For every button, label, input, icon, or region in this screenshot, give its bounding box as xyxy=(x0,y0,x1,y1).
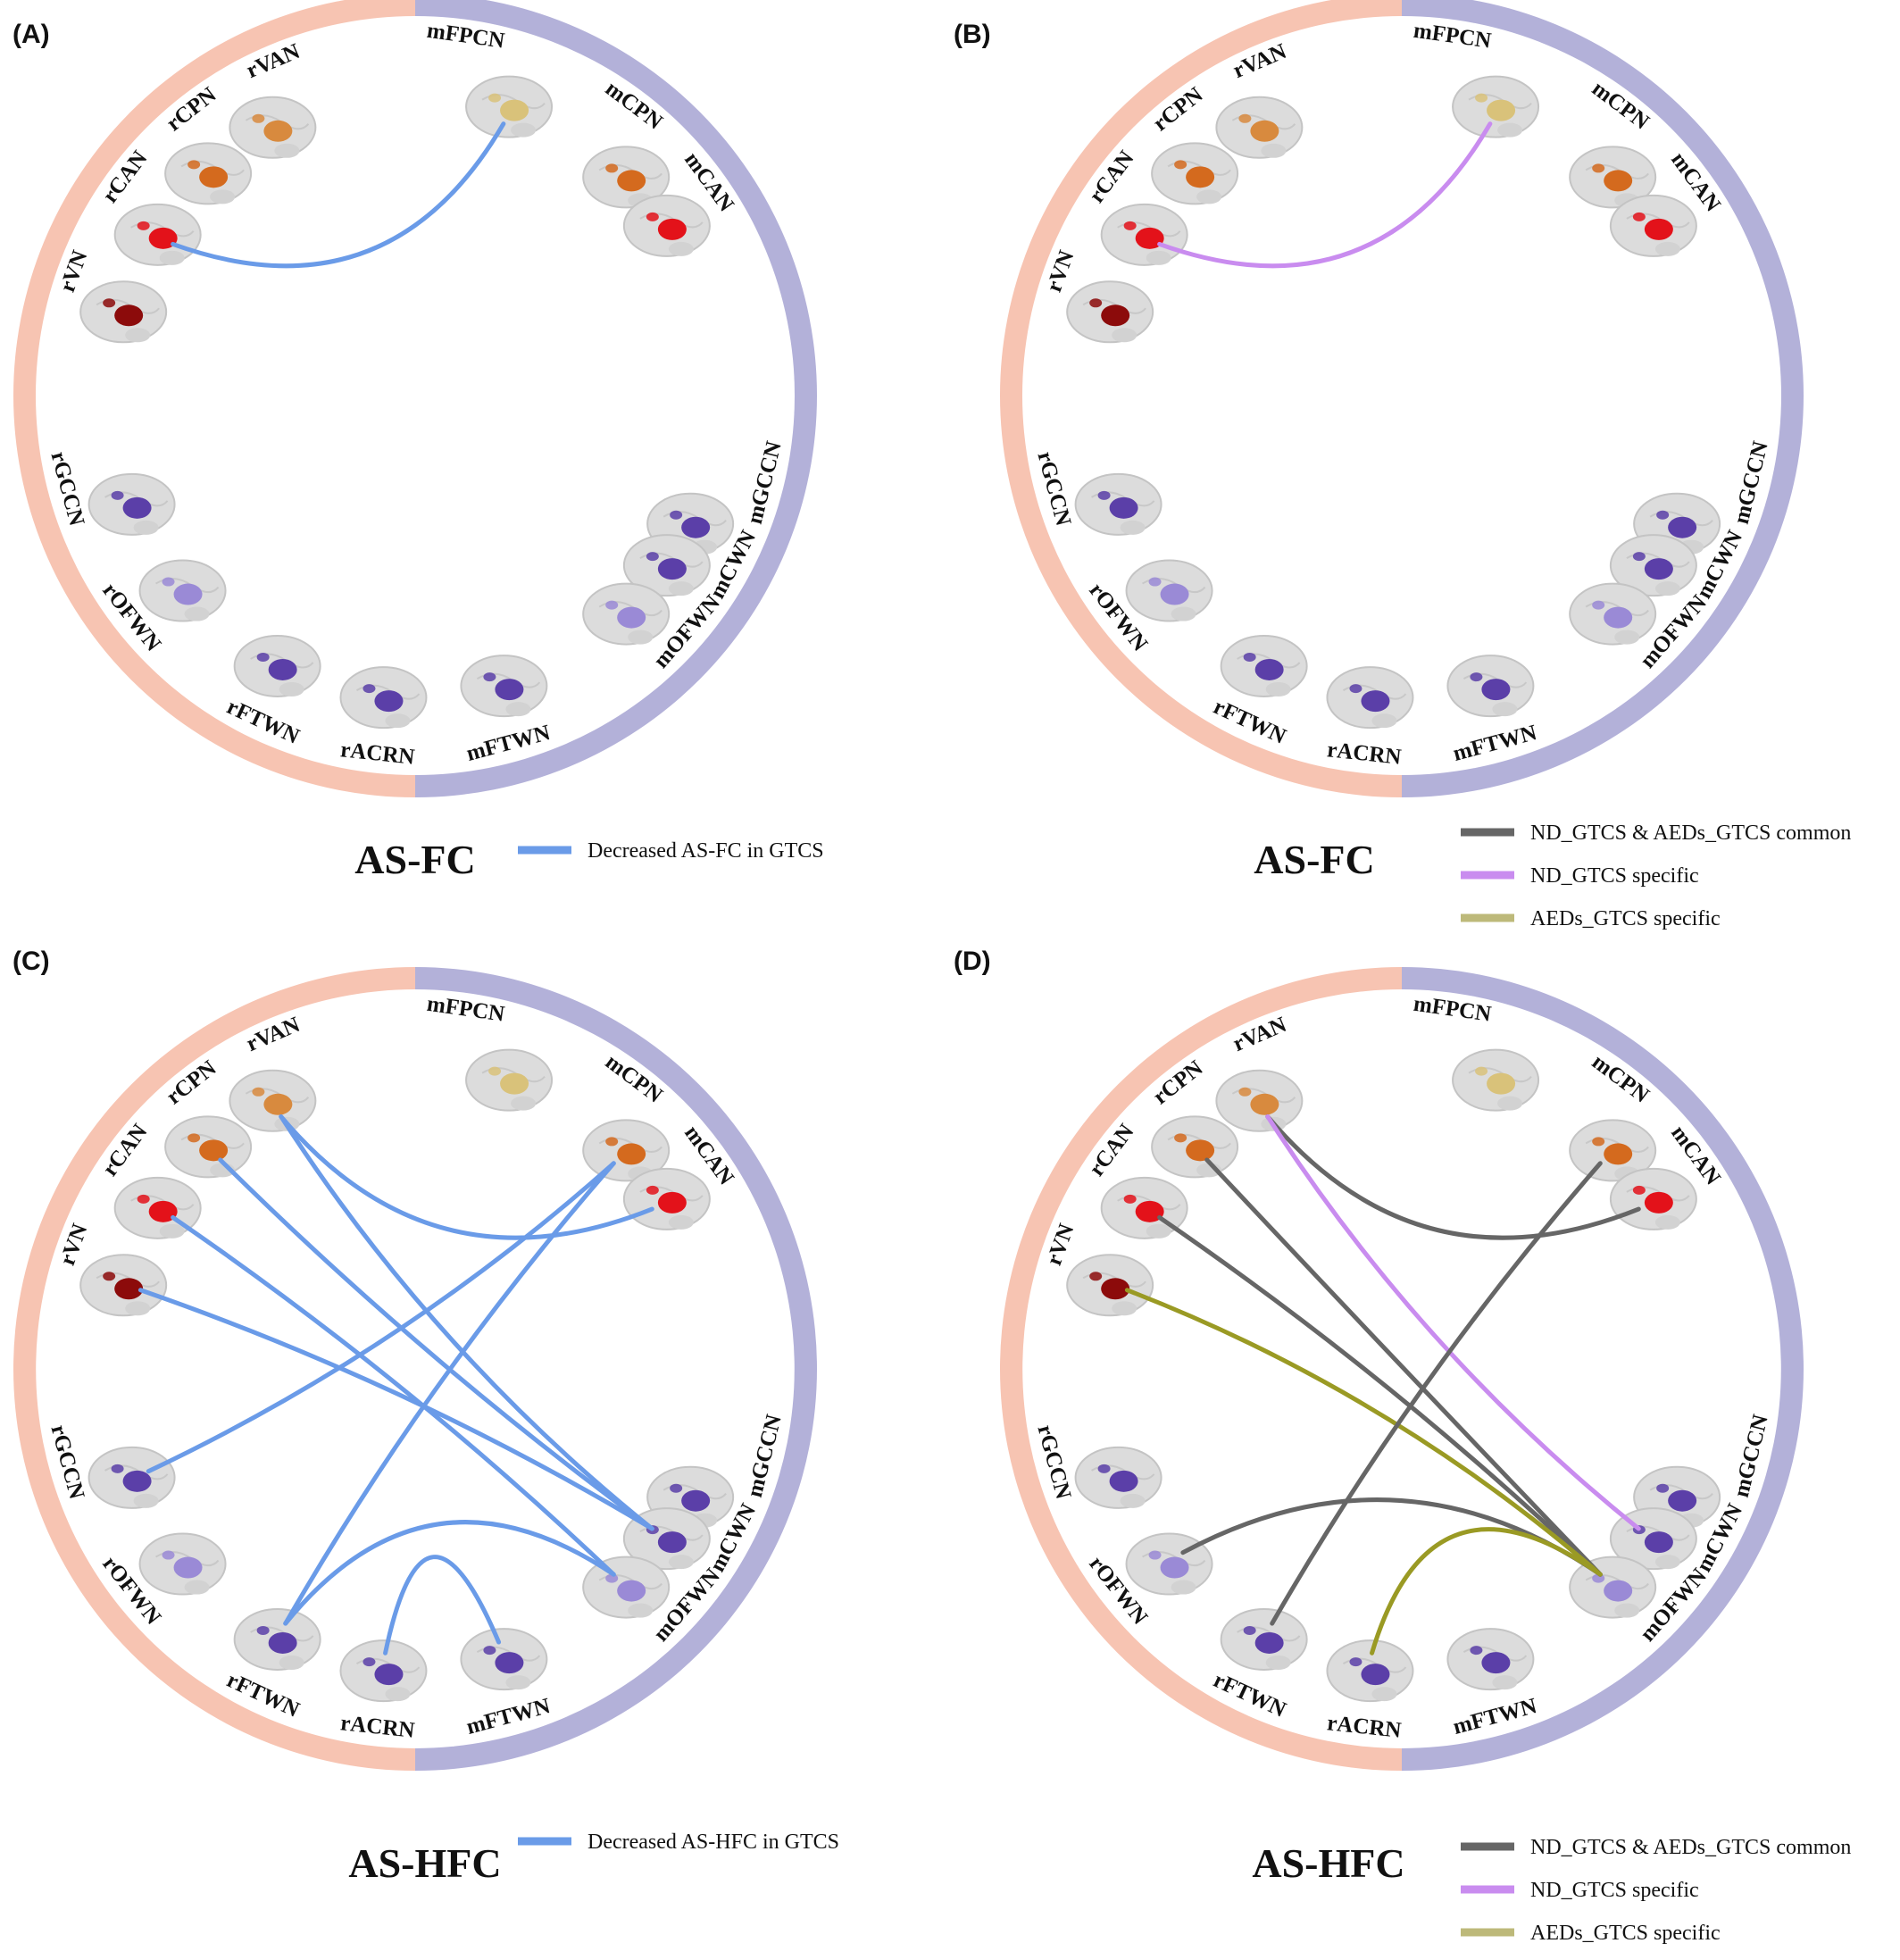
connection-rgccn-mcpn xyxy=(146,1161,616,1474)
brain-rcpn-icon xyxy=(164,142,253,205)
brain-racrn-icon xyxy=(339,666,428,730)
brain-rgccn-icon xyxy=(88,1446,176,1509)
panel-letter: (B) xyxy=(954,20,991,49)
legend: Decreased AS-HFC in GTCS xyxy=(518,1831,839,1854)
network-label-racrn: rACRN xyxy=(1326,1711,1403,1743)
legend-label: AEDs_GTCS specific xyxy=(1530,907,1721,930)
connection-rvn-mofwn xyxy=(1124,1288,1603,1577)
brain-rftwn-icon xyxy=(233,1607,321,1671)
brain-rcan-icon xyxy=(1100,203,1188,266)
connection-rcan-mfpcn xyxy=(171,121,506,269)
panel-title: AS-HFC xyxy=(1252,1840,1404,1886)
brain-mcpn-icon xyxy=(582,146,671,209)
connection-racrn-mofwn xyxy=(1370,1527,1603,1656)
connection-rcpn-mofwn xyxy=(1204,1157,1603,1577)
brain-rvn-icon xyxy=(1066,280,1154,344)
connection-rcan-mfpcn xyxy=(1157,121,1493,269)
brain-mfpcn-icon xyxy=(465,75,554,138)
brain-rvan-icon xyxy=(229,1069,317,1132)
brain-mofwn-icon xyxy=(582,1555,671,1619)
network-label-racrn: rACRN xyxy=(1326,738,1403,770)
brain-mcwn-icon xyxy=(622,534,711,597)
brain-rcan-icon xyxy=(1100,1176,1188,1239)
brain-mofwn-icon xyxy=(1569,582,1657,646)
brain-mfpcn-icon xyxy=(1452,75,1540,138)
brain-rcpn-icon xyxy=(164,1115,253,1179)
brain-racrn-icon xyxy=(1326,1639,1414,1703)
brain-mcan-icon xyxy=(1609,1167,1697,1230)
legend-label: ND_GTCS & AEDs_GTCS common xyxy=(1530,822,1851,845)
network-label-racrn: rACRN xyxy=(339,1711,416,1743)
brain-rofwn-icon xyxy=(138,559,227,622)
brain-rcan-icon xyxy=(113,203,202,266)
brain-mcwn-icon xyxy=(1609,534,1697,597)
legend: Decreased AS-FC in GTCS xyxy=(518,839,824,863)
panel-title: AS-HFC xyxy=(348,1840,501,1886)
connection-rcpn-mcwn xyxy=(218,1157,654,1531)
panel-a: rVANrCPNrCANrVNrGCCNrOFWNrFTWNrACRNmFPCN… xyxy=(12,0,824,882)
brain-mcan-icon xyxy=(1609,194,1697,257)
brain-rvan-icon xyxy=(1215,96,1304,159)
brain-mftwn-icon xyxy=(460,655,548,718)
brain-rgccn-icon xyxy=(1074,1446,1162,1509)
brain-rgccn-icon xyxy=(88,472,176,536)
legend-label: ND_GTCS specific xyxy=(1530,864,1699,888)
brain-rvn-icon xyxy=(79,1254,168,1317)
brain-rofwn-icon xyxy=(138,1532,227,1596)
panel-letter: (A) xyxy=(12,20,50,49)
brain-mftwn-icon xyxy=(1446,655,1535,718)
brain-rcpn-icon xyxy=(1151,1115,1239,1179)
connection-rvan-mcwn xyxy=(279,1113,654,1531)
brain-mcpn-icon xyxy=(582,1119,671,1182)
connection-rcan-mofwn xyxy=(1157,1214,1603,1577)
connection-rftwn-mofwn xyxy=(283,1520,616,1626)
brain-rvan-icon xyxy=(1215,1069,1304,1132)
brain-mcpn-icon xyxy=(1569,146,1657,209)
brain-racrn-icon xyxy=(339,1639,428,1703)
panel-title: AS-FC xyxy=(1254,837,1374,882)
brain-racrn-icon xyxy=(1326,666,1414,730)
brain-mftwn-icon xyxy=(1446,1628,1535,1691)
brain-rvn-icon xyxy=(1066,1254,1154,1317)
brain-mcan-icon xyxy=(622,194,711,257)
connection-rvan-mcwn xyxy=(1265,1113,1641,1531)
connection-racrn-mftwn xyxy=(383,1555,502,1656)
legend-label: AEDs_GTCS specific xyxy=(1530,1922,1721,1945)
connection-rcan-mofwn xyxy=(171,1214,616,1577)
brain-rftwn-icon xyxy=(1220,1607,1308,1671)
connection-rvan-mcan xyxy=(279,1113,654,1240)
brain-rcpn-icon xyxy=(1151,142,1239,205)
connection-rvan-mcan xyxy=(1265,1113,1641,1240)
legend-label: Decreased AS-HFC in GTCS xyxy=(588,1831,839,1854)
connection-rftwn-mcpn xyxy=(283,1161,616,1626)
panel-letter: (C) xyxy=(12,947,50,976)
panel-c: rVANrCPNrCANrVNrGCCNrOFWNrFTWNrACRNmFPCN… xyxy=(12,947,839,1886)
brain-mofwn-icon xyxy=(582,582,671,646)
brain-mfpcn-icon xyxy=(1452,1048,1540,1112)
legend-label: Decreased AS-FC in GTCS xyxy=(588,839,824,863)
brain-mftwn-icon xyxy=(460,1628,548,1691)
panel-b: rVANrCPNrCANrVNrGCCNrOFWNrFTWNrACRNmFPCN… xyxy=(954,0,1851,930)
connection-rvn-mcwn xyxy=(138,1288,654,1531)
brain-mcpn-icon xyxy=(1569,1119,1657,1182)
panel-title: AS-FC xyxy=(354,837,475,882)
brain-mofwn-icon xyxy=(1569,1555,1657,1619)
panel-d: rVANrCPNrCANrVNrGCCNrOFWNrFTWNrACRNmFPCN… xyxy=(954,947,1851,1945)
brain-rgccn-icon xyxy=(1074,472,1162,536)
network-label-racrn: rACRN xyxy=(339,738,416,770)
brain-mcan-icon xyxy=(622,1167,711,1230)
brain-rvn-icon xyxy=(79,280,168,344)
connection-rftwn-mcpn xyxy=(1270,1161,1603,1626)
brain-rftwn-icon xyxy=(1220,634,1308,697)
brain-rofwn-icon xyxy=(1125,559,1213,622)
brain-mfpcn-icon xyxy=(465,1048,554,1112)
legend-label: ND_GTCS specific xyxy=(1530,1879,1699,1902)
legend-label: ND_GTCS & AEDs_GTCS common xyxy=(1530,1836,1851,1859)
panel-letter: (D) xyxy=(954,947,991,976)
brain-rftwn-icon xyxy=(233,634,321,697)
brain-rvan-icon xyxy=(229,96,317,159)
